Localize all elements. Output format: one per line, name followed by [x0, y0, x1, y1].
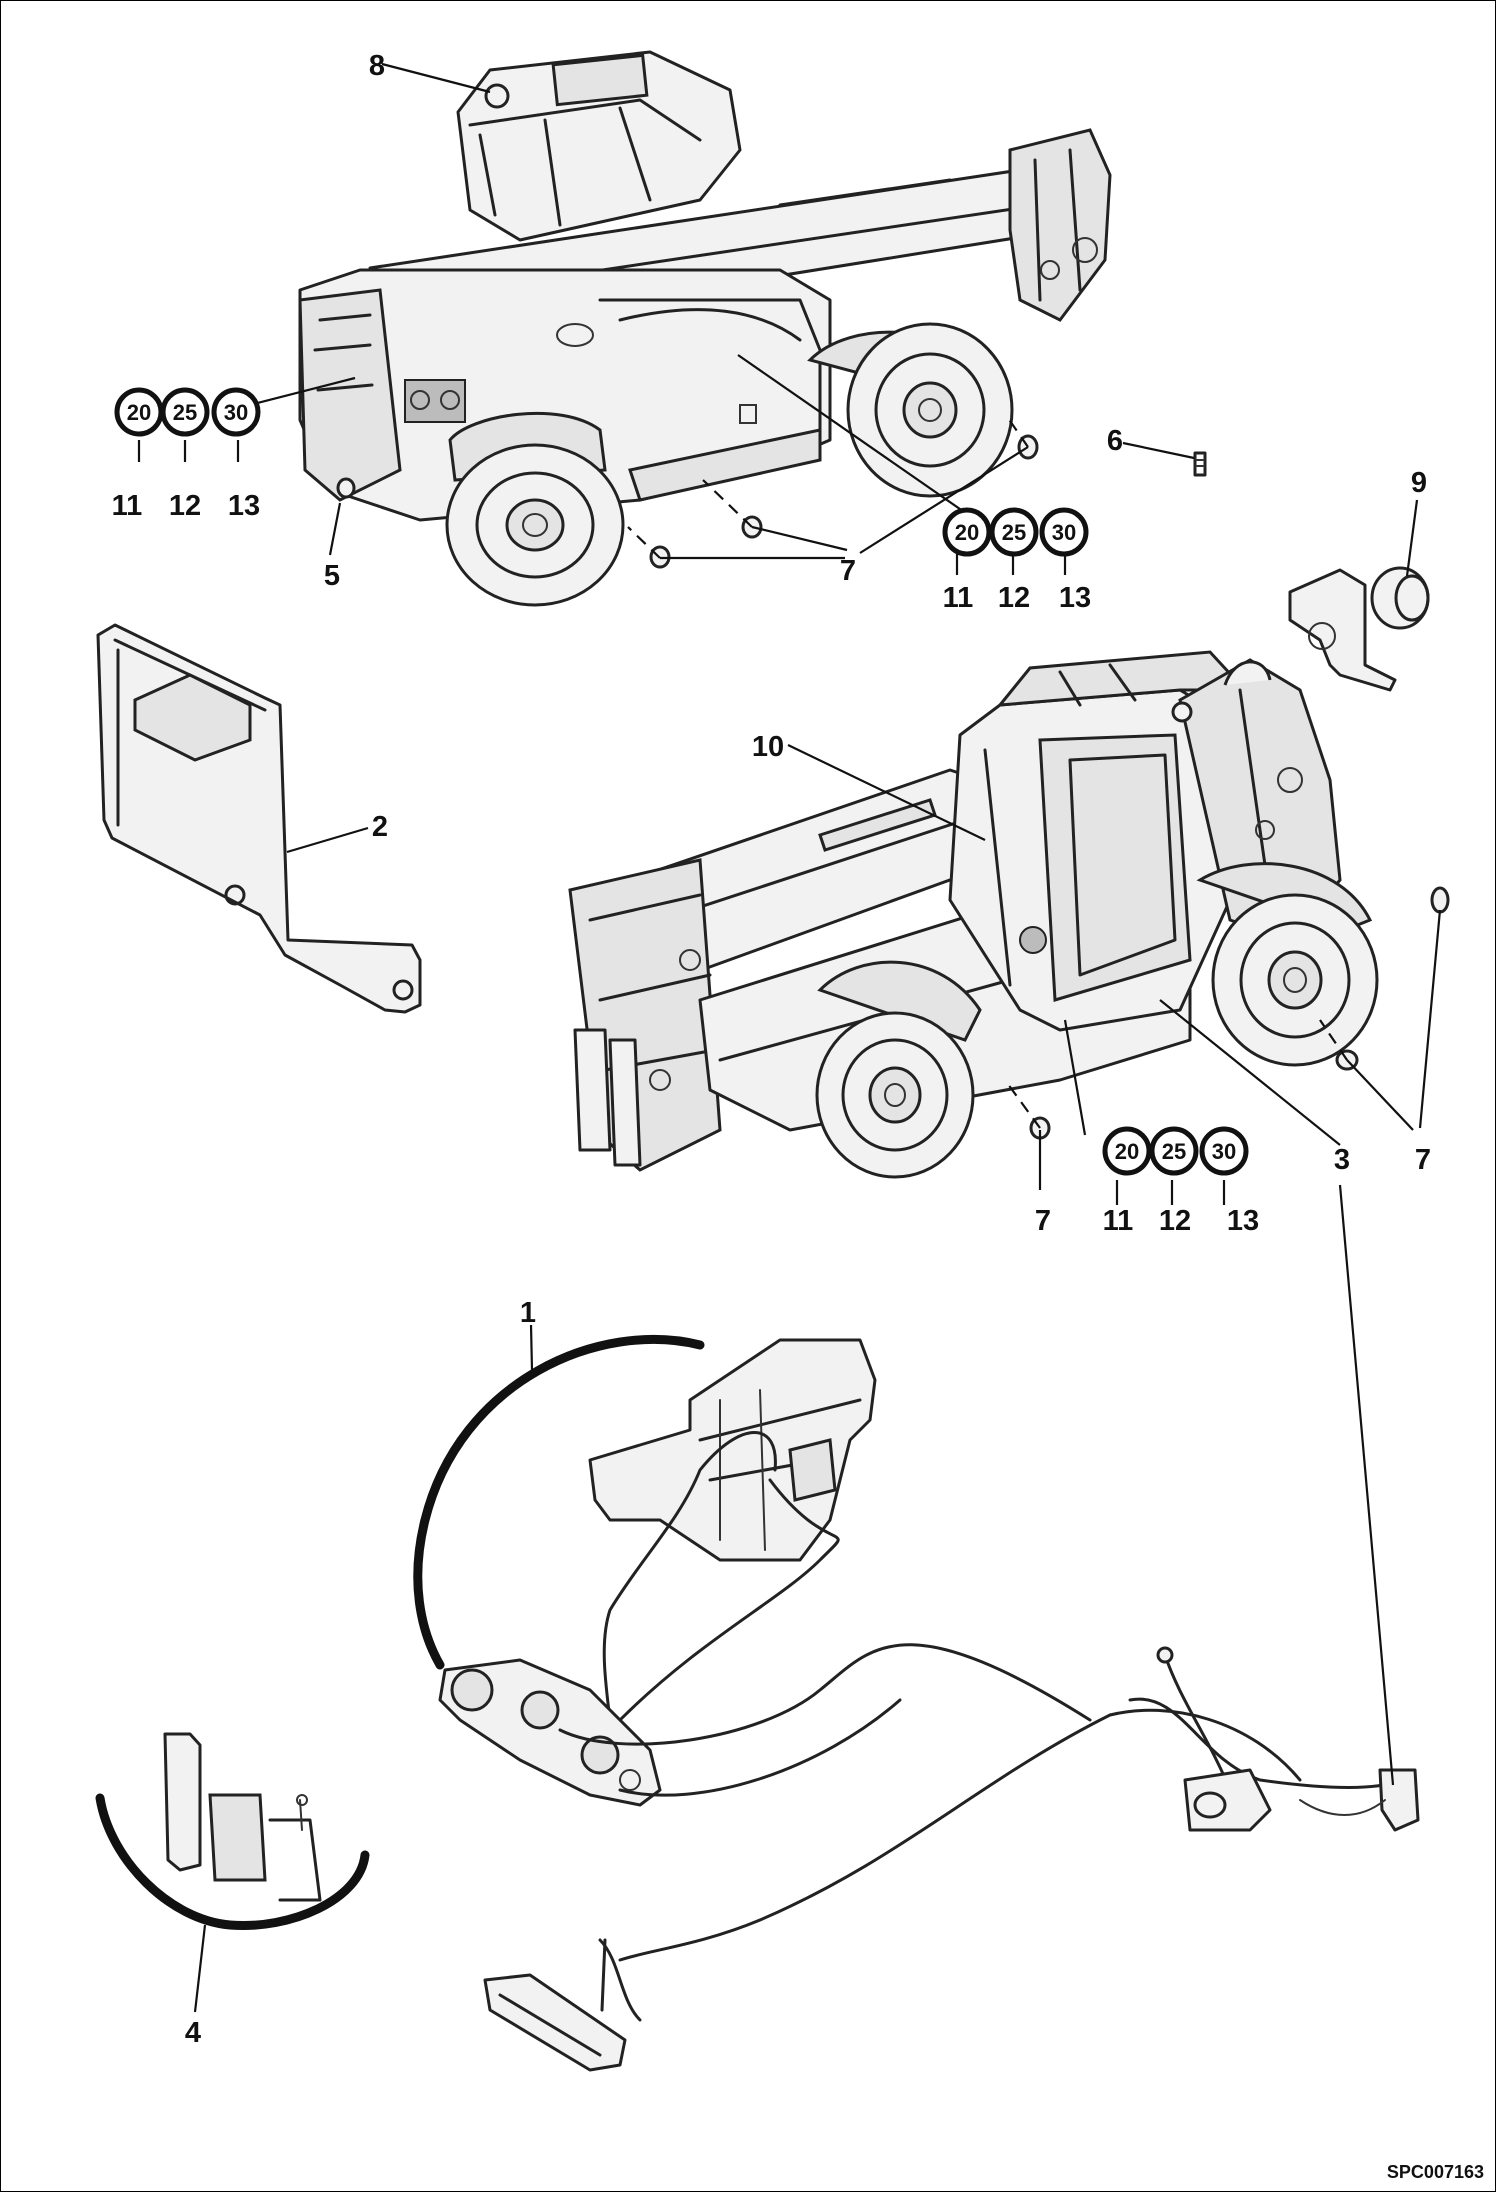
panel-part-2 [96, 623, 422, 1014]
badge-20 [1102, 1126, 1152, 1176]
badge-20-text: 20 [127, 400, 151, 425]
callout-12: 12 [1159, 1205, 1191, 1237]
badge-30 [211, 387, 261, 437]
callout-7: 7 [1035, 1205, 1051, 1237]
callout-10: 10 [752, 731, 784, 763]
leader-lines [137, 62, 1442, 2013]
callout-7: 7 [1415, 1144, 1431, 1176]
badge-25 [1149, 1126, 1199, 1176]
callout-5: 5 [324, 560, 340, 592]
callout-numbers: 8 11 12 13 5 6 9 7 11 12 13 2 10 3 7 7 1… [112, 50, 1431, 2049]
drawing-reference-code: SPC007163 [1387, 2162, 1484, 2182]
callout-9: 9 [1411, 467, 1427, 499]
telehandler-front-view [568, 650, 1450, 1179]
badge-group-top-right: 20 25 30 [942, 507, 1089, 557]
badge-group-middle: 20 25 30 [1102, 1126, 1249, 1176]
badge-20-text: 20 [1115, 1139, 1139, 1164]
callout-3: 3 [1334, 1144, 1350, 1176]
callout-12: 12 [169, 490, 201, 522]
callout-4: 4 [185, 2017, 201, 2049]
cylinder-lock-and-bracket [1288, 566, 1430, 692]
wiring-harness-assembly [413, 1334, 1420, 2072]
badge-25-text: 25 [173, 400, 197, 425]
badge-group-top-left: 20 25 30 [114, 387, 261, 437]
callout-13: 13 [228, 490, 260, 522]
callout-11: 11 [943, 582, 974, 614]
badge-30 [1199, 1126, 1249, 1176]
badge-20 [942, 507, 992, 557]
callout-11: 11 [1103, 1205, 1134, 1237]
callout-6: 6 [1107, 425, 1123, 457]
bolt-part-6 [1193, 451, 1207, 477]
badge-25 [160, 387, 210, 437]
telehandler-rear-view [298, 50, 1112, 607]
callout-1: 1 [520, 1297, 536, 1329]
callout-11: 11 [112, 490, 143, 522]
callout-13: 13 [1059, 582, 1091, 614]
badge-30-text: 30 [1052, 520, 1076, 545]
callout-13: 13 [1227, 1205, 1259, 1237]
callout-8: 8 [369, 50, 385, 82]
badge-25-text: 25 [1002, 520, 1026, 545]
badge-25-text: 25 [1162, 1139, 1186, 1164]
badge-30-text: 30 [224, 400, 248, 425]
callout-12: 12 [998, 582, 1030, 614]
seal-and-panel-part-4 [95, 1732, 370, 1931]
badge-30 [1039, 507, 1089, 557]
callout-7: 7 [840, 555, 856, 587]
badge-30-text: 30 [1212, 1139, 1236, 1164]
callout-2: 2 [372, 811, 388, 843]
badge-20-text: 20 [955, 520, 979, 545]
badge-25 [989, 507, 1039, 557]
